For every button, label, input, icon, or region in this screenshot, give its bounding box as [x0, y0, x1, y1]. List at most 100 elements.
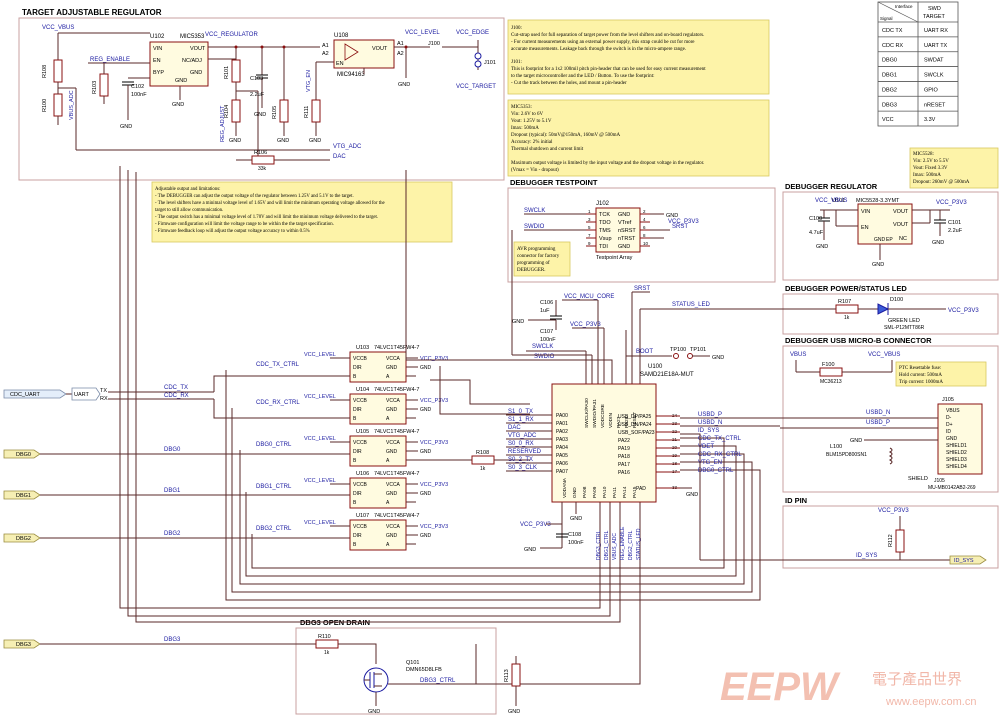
u100-pin-right: PA18: [618, 454, 630, 460]
svg-text:2.2uF: 2.2uF: [948, 228, 963, 234]
svg-text:GND: GND: [420, 449, 432, 455]
j102-pin-left: Vsup: [599, 236, 612, 242]
svg-text:U107: U107: [356, 513, 369, 519]
j105-pin: ID: [946, 429, 951, 435]
watermark-brand: EEPW: [720, 665, 841, 709]
svg-text:C106: C106: [540, 300, 553, 306]
u100-pin-right: PAD: [636, 486, 646, 492]
svg-text:GND: GND: [420, 407, 432, 413]
j105-pin: SHIELD2: [946, 450, 967, 456]
svg-text:TARGET: TARGET: [923, 14, 946, 20]
svg-text:C107: C107: [540, 329, 553, 335]
svg-text:MIC5353: MIC5353: [180, 34, 205, 40]
ic-u101: [857, 203, 913, 245]
svg-text:74LVC1T45FW4-7: 74LVC1T45FW4-7: [374, 387, 419, 393]
svg-text:SRST: SRST: [634, 286, 650, 292]
svg-text:DBG0: DBG0: [164, 447, 181, 453]
j102-num-right: 8: [643, 233, 646, 238]
iface-target: SWDAT: [924, 58, 944, 64]
j105-pin: D-: [946, 415, 952, 421]
svg-text:VCC_VBUS: VCC_VBUS: [42, 25, 74, 31]
svg-text:Signal: Signal: [880, 16, 893, 21]
svg-text:B: B: [353, 500, 357, 506]
j102-pin-right: GND: [618, 244, 630, 250]
svg-text:B: B: [353, 542, 357, 548]
svg-text:A2: A2: [397, 51, 404, 57]
svg-text:SWDIO: SWDIO: [524, 224, 545, 230]
iface-target: SWCLK: [924, 73, 944, 79]
svg-text:VCC_LEVEL: VCC_LEVEL: [405, 30, 440, 36]
svg-text:MIC5528-3.3YMT: MIC5528-3.3YMT: [856, 198, 900, 204]
svg-text:B: B: [353, 416, 357, 422]
svg-text:SRST: SRST: [672, 224, 688, 230]
svg-text:GND: GND: [398, 82, 410, 88]
svg-text:VTG_EN: VTG_EN: [698, 460, 722, 466]
svg-text:DAC: DAC: [508, 425, 521, 431]
svg-text:DBG2: DBG2: [164, 531, 181, 537]
svg-text:SHIELD: SHIELD: [908, 476, 928, 482]
svg-text:VCCB: VCCB: [353, 398, 368, 404]
svg-text:GND: GND: [512, 319, 524, 325]
svg-text:VCC_P3V3: VCC_P3V3: [878, 508, 909, 514]
svg-text:MIC94163: MIC94163: [337, 72, 365, 78]
svg-text:VTG_ADC: VTG_ADC: [508, 433, 537, 439]
svg-text:GND: GND: [816, 244, 828, 250]
svg-text:GND: GND: [120, 124, 132, 130]
svg-text:GND: GND: [229, 138, 241, 144]
svg-text:VCC_P3V3: VCC_P3V3: [420, 482, 448, 488]
svg-text:DIR: DIR: [353, 365, 362, 371]
svg-text:CDC_TX: CDC_TX: [164, 385, 188, 391]
svg-text:VCCA: VCCA: [386, 398, 401, 404]
u100-pin-left: PA06: [556, 461, 568, 467]
u100-pin-right: USB_DN/PA24: [618, 422, 652, 428]
svg-text:VCCA: VCCA: [386, 482, 401, 488]
svg-text:VOUT: VOUT: [893, 209, 909, 215]
svg-text:1k: 1k: [844, 315, 850, 321]
svg-text:GND: GND: [524, 547, 536, 553]
svg-text:MIC5528: Vin: 2.5V to 5.: MIC5528: Vin: 2.5V to 5.5V Vout: Fixed 3…: [913, 152, 970, 185]
svg-text:DBG1_CTRL: DBG1_CTRL: [604, 530, 610, 560]
svg-text:DBG0_CTRL: DBG0_CTRL: [698, 468, 734, 474]
j102-pin-right: GND: [618, 212, 630, 218]
section-frames: [18, 17, 999, 715]
svg-text:ID_SYS: ID_SYS: [856, 553, 877, 559]
svg-text:C103: C103: [250, 76, 263, 82]
svg-text:DBG1: DBG1: [16, 493, 31, 499]
svg-text:CDC_RX: CDC_RX: [164, 393, 189, 399]
debugger-regulator: U101 MIC5528-3.3YMT VIN EN VOUT VOUT NC …: [809, 198, 967, 268]
svg-text:U108: U108: [334, 33, 349, 39]
svg-text:DIR: DIR: [353, 533, 362, 539]
svg-text:GND: GND: [386, 491, 398, 497]
j102-pin-right: VTref: [618, 220, 632, 226]
svg-text:S0_2_TX: S0_2_TX: [508, 457, 533, 463]
svg-text:DIR: DIR: [353, 407, 362, 413]
iface-target: nRESET: [924, 102, 946, 108]
svg-text:GND: GND: [850, 438, 862, 444]
svg-text:74LVC1T45FW4-7: 74LVC1T45FW4-7: [374, 429, 419, 435]
watermark-url: www.eepw.com.cn: [885, 696, 976, 708]
svg-text:GND: GND: [570, 516, 582, 522]
svg-text:U101: U101: [832, 198, 845, 204]
svg-text:GND: GND: [420, 533, 432, 539]
u100-pin-bottom: VDDANA: [562, 477, 568, 498]
svg-text:A1: A1: [322, 43, 329, 49]
svg-text:VCCB: VCCB: [353, 440, 368, 446]
svg-text:VTG_ADC: VTG_ADC: [333, 144, 362, 150]
svg-text:J105: J105: [942, 397, 954, 403]
target-regulator: VCC_VBUS R108 R100 VBUS_ADC REG_ENABLE R…: [42, 25, 496, 172]
svg-text:TX: TX: [100, 388, 107, 394]
svg-text:SWCLK: SWCLK: [532, 344, 553, 350]
svg-text:VCC_LEVEL: VCC_LEVEL: [304, 352, 336, 358]
u100-pin-bottom: PA08: [582, 486, 588, 498]
svg-text:STATUS_LED: STATUS_LED: [672, 302, 710, 308]
svg-text:A: A: [386, 374, 390, 380]
title-id-pin: ID PIN: [785, 496, 807, 505]
svg-text:VCC_VBUS: VCC_VBUS: [815, 198, 847, 204]
u100-pin-top: SWCLK/PA30: [584, 398, 590, 428]
svg-text:DBG1_CTRL: DBG1_CTRL: [256, 484, 292, 490]
svg-text:ID_SYS: ID_SYS: [954, 558, 974, 564]
svg-text:C100: C100: [809, 216, 822, 222]
j102-num-left: 3: [588, 217, 591, 222]
